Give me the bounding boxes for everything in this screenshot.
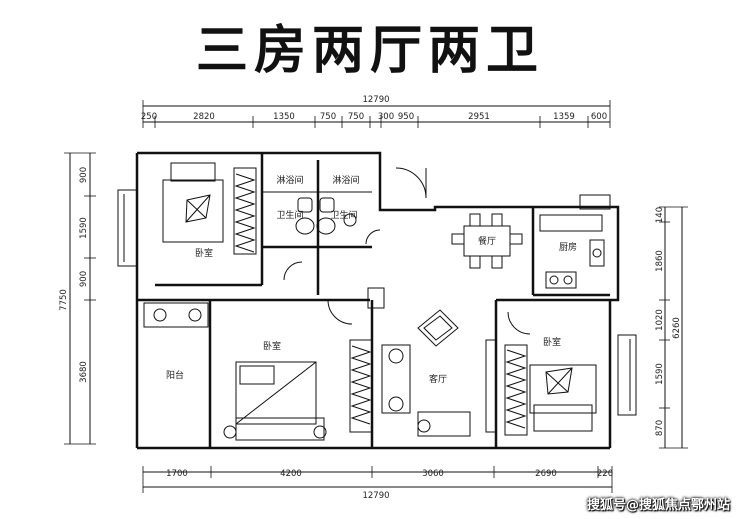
dim-left-4: 3680 [79, 361, 89, 383]
dim-right-1: 140 [655, 207, 665, 223]
dim-right-3: 1020 [655, 309, 665, 331]
dim-bottom-1: 1700 [166, 469, 188, 479]
room-living: 客厅 [429, 373, 447, 385]
dim-bottom-4: 2690 [535, 469, 557, 479]
dim-top-6: 300 [378, 112, 394, 122]
dim-top-3: 1350 [273, 112, 295, 122]
room-kitchen: 厨房 [559, 241, 577, 253]
dim-top-5: 750 [348, 112, 364, 122]
plan-title: 三房两厅两卫 [195, 21, 544, 81]
dim-total-bottom: 12790 [362, 491, 389, 501]
dim-left-total: 7750 [59, 289, 69, 311]
dim-top-2: 2820 [193, 112, 215, 122]
room-balcony: 阳台 [166, 369, 184, 381]
dim-right-5: 870 [655, 420, 665, 436]
dim-top-4: 750 [320, 112, 336, 122]
dim-top-8: 2951 [468, 112, 490, 122]
dim-bottom-3: 3060 [422, 469, 444, 479]
dim-top-7: 950 [398, 112, 414, 122]
room-shower-1: 淋浴间 [276, 174, 303, 186]
dim-bottom-row: 1700 4200 3060 2690 220 [166, 469, 613, 479]
room-dining: 餐厅 [478, 235, 496, 247]
room-wc-1: 卫生间 [276, 209, 303, 221]
dim-left-3: 900 [79, 271, 89, 287]
room-wc-2: 卫生间 [330, 209, 357, 221]
dim-bottom-5: 220 [597, 469, 613, 479]
dim-bottom-2: 4200 [280, 469, 302, 479]
room-bedroom-sw: 卧室 [263, 340, 281, 352]
dim-left-2: 1590 [79, 217, 89, 239]
watermark: 搜狐号@搜狐焦点鄂州站 [586, 498, 730, 513]
room-bedroom-nw: 卧室 [195, 247, 213, 259]
dim-top-10: 600 [591, 112, 607, 122]
dim-total-top: 12790 [362, 95, 389, 105]
dim-top-row: 250 2820 1350 750 750 300 950 2951 1359 … [141, 112, 607, 122]
dim-top-1: 250 [141, 112, 157, 122]
dim-right-total: 6260 [672, 317, 682, 339]
dim-top-9: 1359 [553, 112, 575, 122]
room-bedroom-e: 卧室 [543, 336, 561, 348]
dim-right-4: 1590 [655, 363, 665, 385]
dim-left-1: 900 [79, 167, 89, 183]
room-shower-2: 淋浴间 [332, 174, 359, 186]
dim-right-2: 1860 [655, 250, 665, 272]
